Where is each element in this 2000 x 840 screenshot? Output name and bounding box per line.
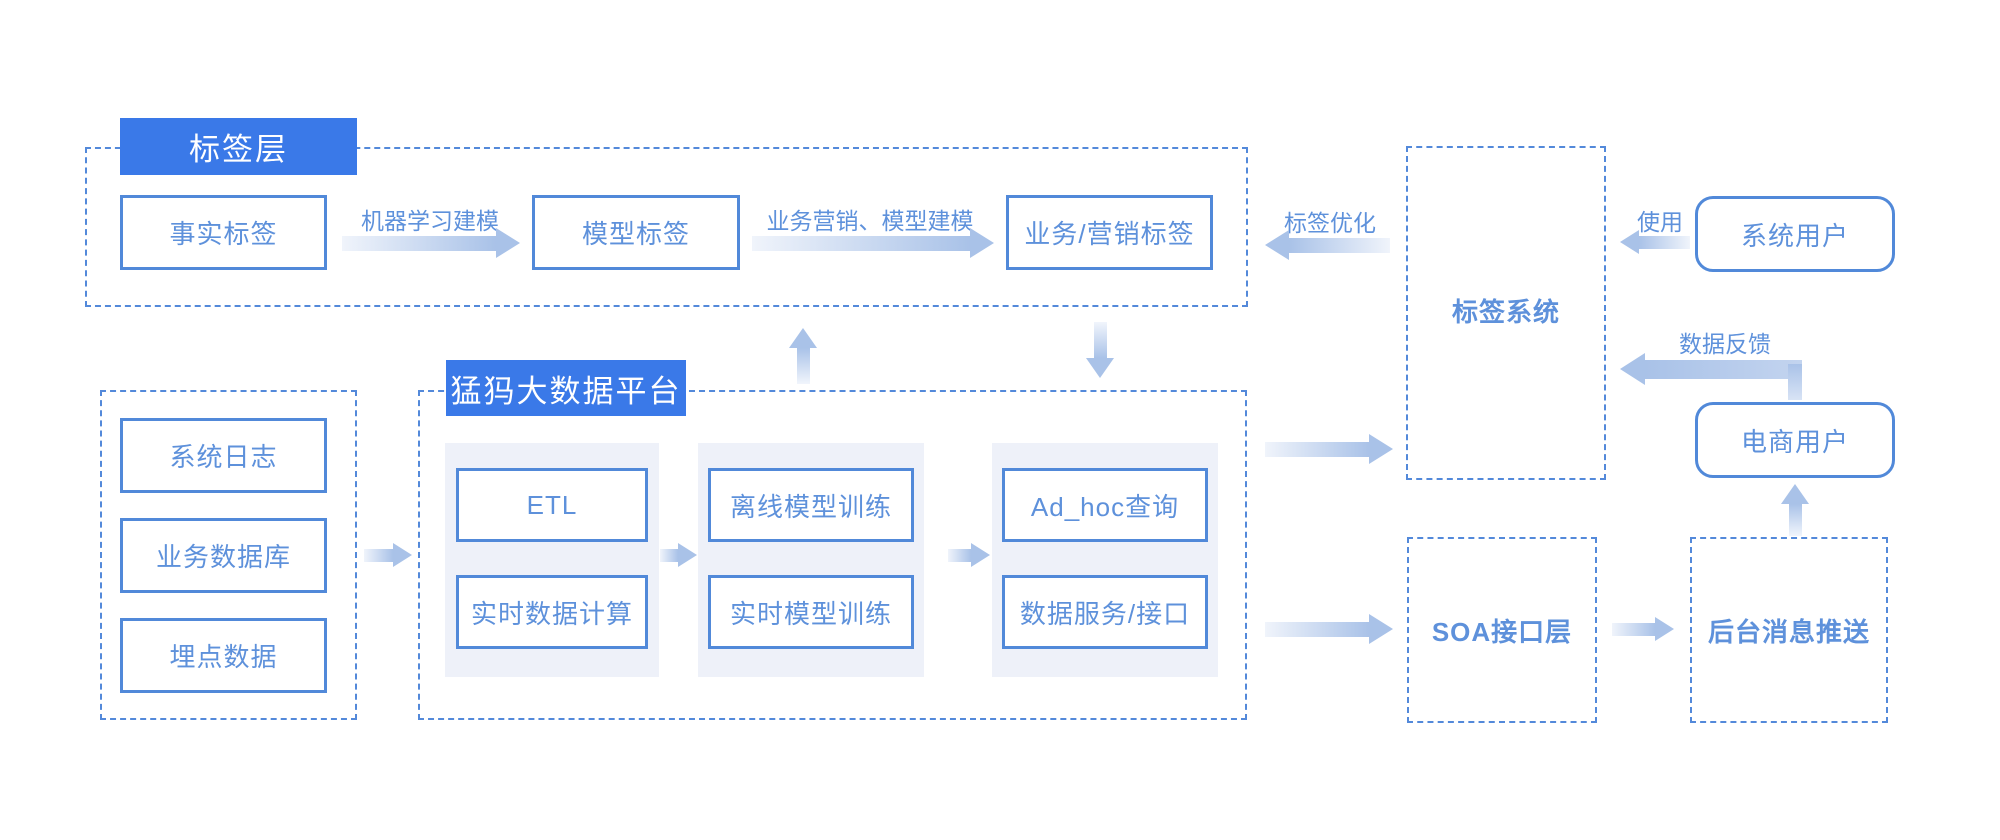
arrow-push-to-ecom-icon (1781, 484, 1809, 536)
arrow-taglayer-to-platform-icon (1086, 322, 1114, 378)
arrow-shaft (1289, 237, 1390, 253)
arrow-shaft (660, 548, 678, 562)
node-biz-marketing-tags: 业务/营销标签 (1006, 195, 1213, 270)
group-platform (418, 390, 1247, 720)
node-realtime-compute: 实时数据计算 (456, 575, 648, 649)
label-backend-push: 后台消息推送 (1707, 617, 1870, 647)
arrow-head (496, 228, 520, 258)
tab-platform: 猛犸大数据平台 (446, 360, 686, 416)
arrow-head (1781, 484, 1809, 504)
arrow-head (1369, 614, 1393, 644)
node-business-db: 业务数据库 (120, 518, 327, 593)
arrow-shaft (1265, 441, 1369, 457)
arrow-data-feedback-icon (1620, 353, 1802, 385)
node-system-log: 系统日志 (120, 418, 327, 493)
arrow-compute-to-training-icon (660, 543, 697, 567)
arrow-platform-to-soa-icon (1265, 614, 1393, 644)
node-etl: ETL (456, 468, 648, 542)
arrow-head (789, 328, 817, 348)
arrow-shaft (1639, 235, 1690, 249)
arrow-shaft (796, 348, 810, 384)
arrow-head (1086, 358, 1114, 378)
arrow-label-tag-optimization: 标签优化 (1284, 210, 1376, 236)
arrow-head (1620, 230, 1639, 254)
arrow-biz-marketing-modeling-icon (752, 228, 994, 258)
arrow-platform-to-tag-system-icon (1265, 434, 1393, 464)
arrow-head (1620, 353, 1645, 385)
label-soa-layer: SOA接口层 (1431, 617, 1573, 647)
arrow-label-biz-marketing-modeling: 业务营销、模型建模 (766, 208, 974, 234)
arrow-head (1369, 434, 1393, 464)
arrow-shaft (1093, 322, 1107, 358)
arrow-label-data-feedback: 数据反馈 (1679, 331, 1771, 357)
node-fact-tags: 事实标签 (120, 195, 327, 270)
arrow-tag-optimization-icon (1265, 230, 1390, 260)
tab-tag-layer: 标签层 (120, 118, 357, 175)
group-backend-push (1690, 537, 1888, 723)
arrow-head (1265, 230, 1289, 260)
arrow-use-icon (1620, 230, 1690, 254)
group-tag-layer (85, 147, 1248, 307)
group-data-sources (100, 390, 357, 720)
arrow-label-ml-modeling: 机器学习建模 (361, 208, 499, 234)
group-tag-system (1406, 146, 1606, 480)
group-soa-layer (1407, 537, 1597, 723)
node-ecom-user: 电商用户 (1695, 402, 1895, 478)
arrow-head (970, 228, 994, 258)
arrow-soa-to-push-icon (1612, 617, 1674, 641)
node-realtime-training: 实时模型训练 (708, 575, 914, 649)
node-data-service: 数据服务/接口 (1002, 575, 1208, 649)
arrow-shaft (342, 235, 496, 251)
arrow-head (971, 543, 990, 567)
node-adhoc-query: Ad_hoc查询 (1002, 468, 1208, 542)
arrow-head (678, 543, 697, 567)
arrow-shaft (364, 548, 393, 562)
node-tracking-data: 埋点数据 (120, 618, 327, 693)
arrow-training-to-service-icon (948, 543, 990, 567)
arrow-data-feedback-connector (1788, 364, 1802, 400)
arrow-shaft (1645, 359, 1802, 379)
arrow-shaft (1265, 621, 1369, 637)
arrow-shaft (948, 548, 971, 562)
arrow-shaft (1612, 622, 1655, 636)
arrow-head (393, 543, 412, 567)
arrow-platform-to-taglayer-icon (789, 328, 817, 384)
arrow-sources-to-platform-icon (364, 543, 412, 567)
node-offline-training: 离线模型训练 (708, 468, 914, 542)
node-system-user: 系统用户 (1695, 196, 1895, 272)
arrow-ml-modeling-icon (342, 228, 520, 258)
arrow-shaft (752, 235, 970, 251)
node-model-tags: 模型标签 (532, 195, 740, 270)
arrow-head (1655, 617, 1674, 641)
arrow-shaft (1788, 504, 1802, 536)
arrow-label-use: 使用 (1637, 209, 1683, 235)
label-tag-system: 标签系统 (1451, 297, 1560, 327)
